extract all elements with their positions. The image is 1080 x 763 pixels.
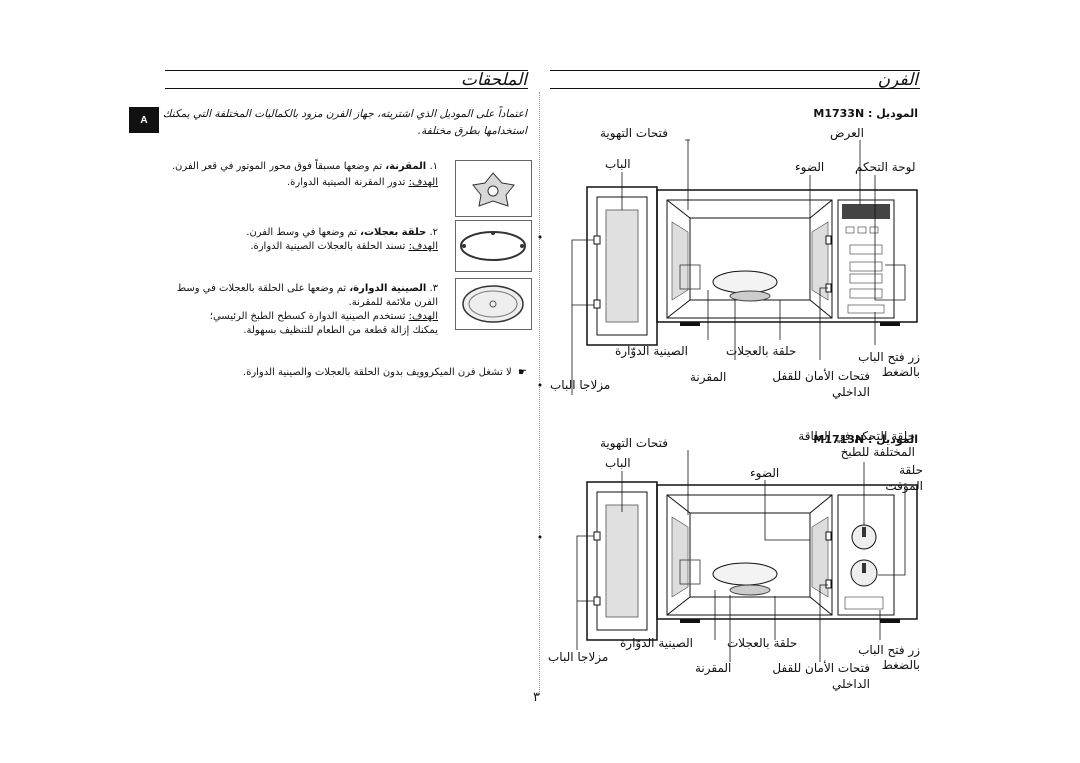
left-header-rule [165, 88, 528, 89]
model2-label: الموديل : M1713N [813, 433, 918, 446]
page-number: ٣ [533, 690, 540, 705]
accessories-intro-line1: اعتماداً على الموديل الذي اشتريته، جهاز … [162, 108, 527, 120]
m2-label-door-button: زر فتح الباب بالضغط [858, 643, 920, 672]
right-header-rule [550, 88, 920, 89]
m1-label-turntable: الصينية الدوّارة [615, 344, 689, 358]
m2-label-door: الباب [605, 456, 631, 470]
item3-line3: الهدف: تستخدم الصينية الدوارة كسطح الطبخ… [209, 311, 438, 322]
m2-label-power-knob: حلقة التحكم في الطاقة المختلفة للطبخ [798, 429, 915, 459]
item1-line2: الهدف: تدور المقرنة الصينية الدوارة. [286, 177, 438, 188]
m2-label-timer-knob: حلقة المؤقت [885, 463, 923, 493]
m1-body [656, 189, 918, 323]
left-top-rule [165, 70, 528, 71]
item3-line1: ٣. الصينية الدوارة، تم وضعها على الحلقة … [176, 283, 438, 294]
hand-pointer-icon: ☛ [518, 367, 527, 378]
item3-line4: يمكنك إزالة قطعة من الطعام للتنظيف بسهول… [243, 325, 438, 336]
m1-label-display: العرض [830, 126, 864, 140]
m2-label-coupler: المقرنة [695, 661, 732, 675]
m2-label-light: الضوء [750, 466, 780, 480]
item1-line1: ١. المقرنة، تم وضعها مسبقاً فوق محور الم… [171, 161, 438, 172]
accessories-heading: الملحقات [460, 70, 527, 90]
item2-line2: الهدف: تسند الحلقة بالعجلات الصينية الدو… [250, 241, 438, 252]
oven-heading: الفرن [877, 70, 918, 90]
m2-label-ventilation: فتحات التهوية [600, 436, 668, 450]
m1-label-door: الباب [605, 157, 631, 171]
item2-line1: ٢. حلقة بعجلات، تم وضعها في وسط الفرن. [246, 227, 438, 238]
section-tab: A [129, 107, 159, 133]
m1-label-door-button: زر فتح الباب بالضغط [858, 350, 920, 379]
right-top-rule [550, 70, 920, 71]
turntable-thumbnail [455, 278, 532, 330]
m1-label-ventilation: فتحات التهوية [600, 126, 668, 140]
m2-label-roller-ring: حلقة بالعجلات [727, 636, 798, 650]
item3-line2: الفرن ملائمة للمقرنة. [348, 297, 438, 308]
m2-label-turntable: الصينية الدوّارة [620, 636, 694, 650]
m1-label-coupler: المقرنة [690, 370, 727, 384]
column-divider [539, 92, 541, 692]
m1-label-light: الضوء [795, 160, 825, 174]
roller-ring-thumbnail [455, 220, 532, 272]
m2-body [656, 484, 918, 620]
m1-label-roller-ring: حلقة بالعجلات [726, 344, 797, 358]
model1-label: الموديل : M1733N [813, 107, 918, 120]
m1-label-safety-holes: فتحات الأمان للقفل الداخلي [772, 369, 870, 399]
coupler-thumbnail [455, 160, 532, 217]
accessories-intro-line2: استخدامها بطرق مختلفة. [417, 125, 527, 137]
m2-label-safety-holes: فتحات الأمان للقفل الداخلي [772, 661, 870, 691]
accessories-note: ☛ لا تشغل فرن الميكروويف بدون الحلقة بال… [242, 367, 527, 378]
m2-label-door-latches: مزلاجا الباب [548, 650, 609, 664]
m1-label-control-panel: لوحة التحكم [855, 160, 916, 174]
m1-label-door-latches: مزلاجا الباب [550, 378, 611, 392]
